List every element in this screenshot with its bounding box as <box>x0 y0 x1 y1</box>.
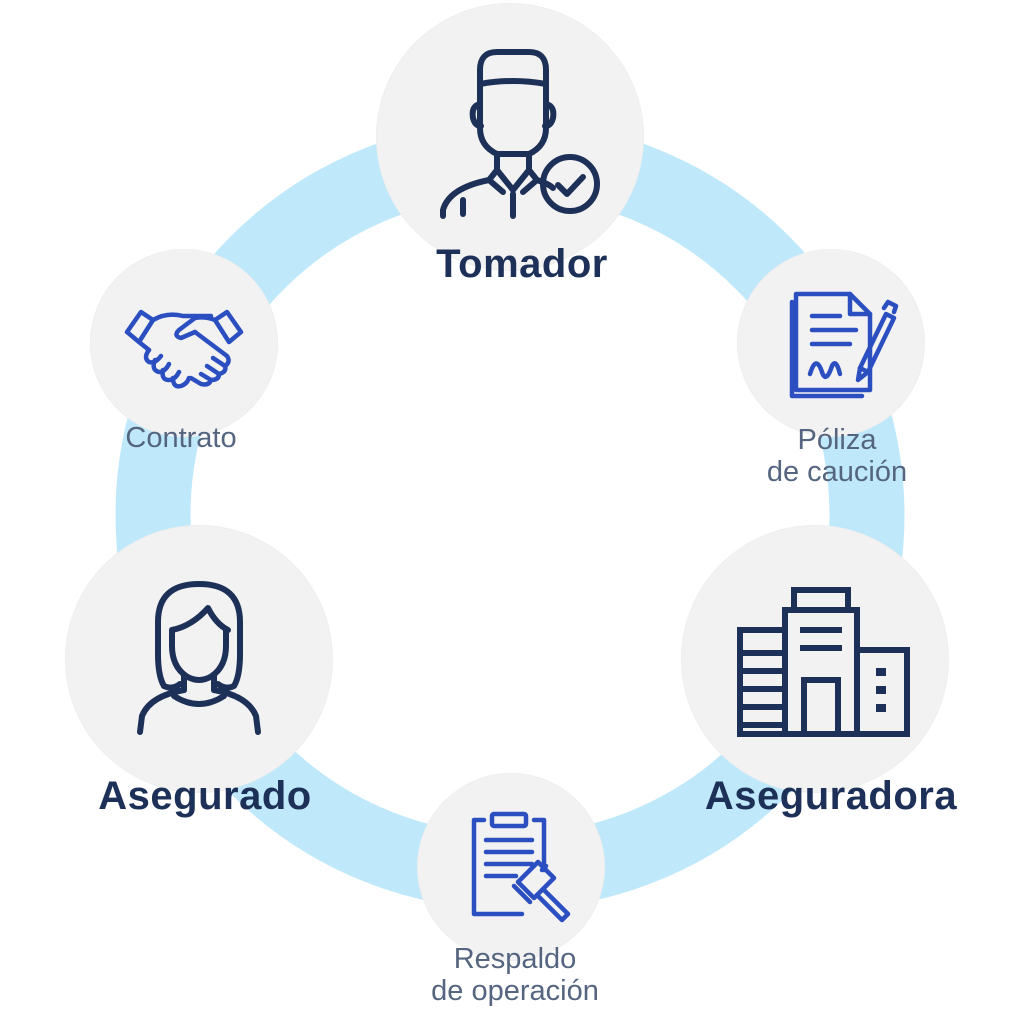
clipboard-gavel-icon <box>471 811 571 923</box>
signed-document-icon <box>789 291 899 399</box>
label-respaldo: Respaldo de operación <box>410 943 620 1007</box>
node-asegurado <box>66 526 332 792</box>
label-aseguradora: Aseguradora <box>704 774 958 818</box>
label-poliza: Póliza de caución <box>737 424 937 488</box>
label-poliza-line1: Póliza <box>797 424 877 456</box>
man-check-icon <box>440 49 600 219</box>
label-poliza-line2: de caución <box>766 456 908 488</box>
label-contrato: Contrato <box>125 422 237 454</box>
handshake-icon <box>124 309 244 389</box>
buildings-icon <box>737 587 910 737</box>
label-tomador: Tomador <box>436 242 608 286</box>
node-contrato <box>91 250 277 436</box>
woman-icon <box>137 581 261 735</box>
label-respaldo-line2: de operación <box>431 975 599 1007</box>
node-tomador <box>377 4 643 270</box>
label-respaldo-line1: Respaldo <box>453 943 577 975</box>
node-poliza <box>738 250 924 436</box>
node-aseguradora <box>682 526 948 792</box>
node-respaldo <box>418 774 604 960</box>
label-asegurado: Asegurado <box>98 774 312 818</box>
